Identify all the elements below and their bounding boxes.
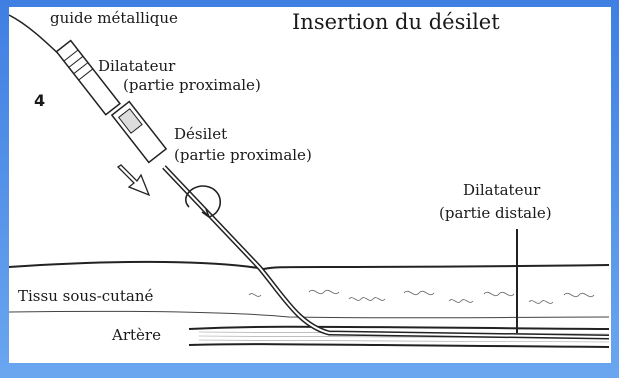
guide-label: guide métallique	[50, 11, 178, 27]
dilatateur-distal-sublabel: (partie distale)	[439, 206, 552, 222]
desilet-sublabel: (partie proximale)	[174, 148, 312, 164]
step-number: 4	[34, 93, 45, 110]
desilet-label: Désilet	[174, 127, 227, 143]
artery-lower-wall	[189, 344, 609, 347]
tissue-lower-line	[9, 311, 609, 318]
tissue-texture	[249, 290, 594, 303]
rotation-arrow	[186, 186, 220, 217]
dilatateur-proximal-label: Dilatateur	[98, 59, 175, 75]
dilatateur-proximal-hub	[56, 41, 119, 115]
artery-upper-wall	[189, 327, 609, 329]
skin-surface-line	[9, 262, 609, 269]
diagram-title: Insertion du désilet	[292, 11, 500, 33]
dilatateur-proximal-sublabel: (partie proximale)	[123, 78, 261, 94]
push-arrow	[118, 165, 149, 195]
artere-label: Artère	[112, 328, 161, 344]
sheath-shaft	[164, 167, 609, 337]
tissu-label: Tissu sous-cutané	[18, 289, 153, 305]
diagram-panel: guide métallique Insertion du désilet Di…	[9, 7, 611, 363]
sheath-shaft-core	[164, 167, 609, 337]
dilatateur-distal-label: Dilatateur	[463, 183, 540, 199]
desilet-proximal-hub	[112, 102, 166, 163]
